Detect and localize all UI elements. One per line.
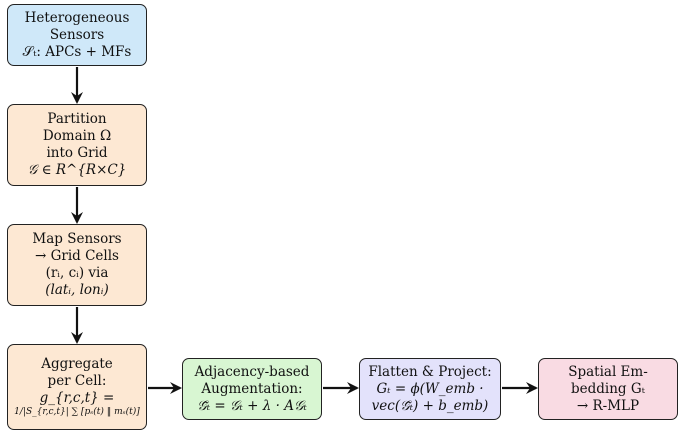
flatten-line-1: Flatten & Project: [368, 363, 492, 380]
aggregate-line-2: per Cell: [47, 373, 107, 389]
adjacency-line-2: Augmentation: [201, 380, 303, 397]
partition-line-3: into Grid [46, 145, 108, 161]
node-map-sensors: Map Sensors → Grid Cells (rᵢ, cᵢ) via (l… [7, 224, 147, 306]
spatial-line-2: bedding Gₜ [571, 380, 645, 397]
sensors-line-1: Heterogeneous [24, 9, 130, 26]
node-flatten-project: Flatten & Project: Gₜ = ϕ(W_emb · vec(𝒢̃… [359, 358, 501, 420]
flatten-line-2: Gₜ = ϕ(W_emb · [376, 380, 484, 397]
partition-line-1: Partition [47, 111, 107, 127]
spatial-line-1: Spatial Em- [568, 363, 648, 380]
flatten-line-3: vec(𝒢̃ₜ) + b_emb) [371, 397, 489, 414]
node-spatial-embedding: Spatial Em- bedding Gₜ → R-MLP [538, 358, 678, 420]
sensors-line-3: 𝒮ₜ: APCs + MFs [22, 43, 132, 60]
aggregate-line-3: g_{r,c,t} = [39, 390, 115, 406]
map-line-3: (rᵢ, cᵢ) via [45, 265, 109, 281]
node-heterogeneous-sensors: Heterogeneous Sensors 𝒮ₜ: APCs + MFs [7, 4, 147, 66]
spatial-line-3: → R-MLP [576, 397, 640, 414]
node-aggregate-per-cell: Aggregate per Cell: g_{r,c,t} = 1/|S_{r,… [7, 344, 147, 430]
partition-line-4: 𝒢 ∈ R^{R×C} [27, 162, 127, 178]
map-line-4: (latᵢ, lonᵢ) [45, 282, 109, 298]
adjacency-line-3: 𝒢̃ₜ = 𝒢ₜ + λ · A𝒢ₜ [197, 397, 307, 414]
partition-line-2: Domain Ω [42, 128, 112, 144]
aggregate-line-4: 1/|S_{r,c,t}| ∑ [pₛ(t) ‖ mₛ(t)] [14, 407, 140, 417]
map-line-1: Map Sensors [32, 231, 122, 247]
node-partition-domain: Partition Domain Ω into Grid 𝒢 ∈ R^{R×C} [7, 104, 147, 186]
adjacency-line-1: Adjacency-based [194, 363, 310, 380]
aggregate-line-1: Aggregate [41, 356, 113, 372]
map-line-2: → Grid Cells [35, 248, 119, 264]
sensors-line-2: Sensors [49, 26, 105, 43]
node-adjacency-augmentation: Adjacency-based Augmentation: 𝒢̃ₜ = 𝒢ₜ +… [182, 358, 322, 420]
